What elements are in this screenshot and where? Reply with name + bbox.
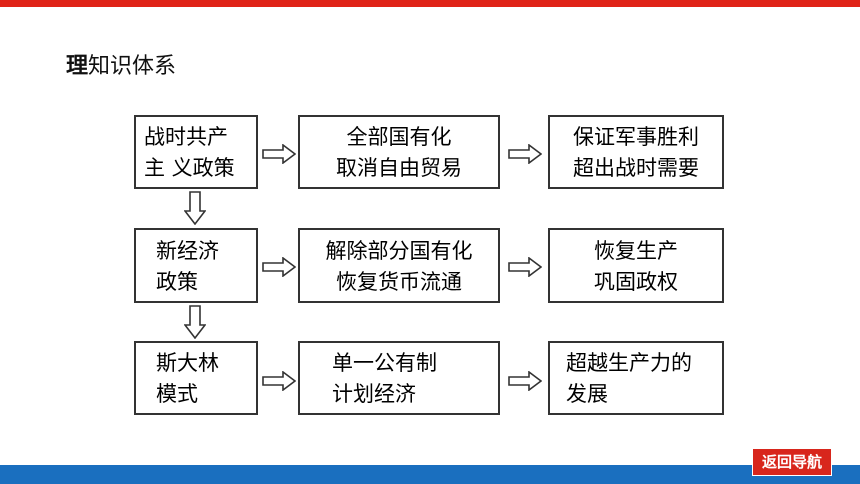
return-navigation-button[interactable]: 返回导航 — [752, 448, 832, 476]
measures-1-line-2: 取消自由贸易 — [336, 156, 462, 180]
stage-box-2: 新经济 政策 — [134, 228, 258, 303]
result-3-line-2: 发展 — [566, 382, 608, 406]
right-arrow-icon — [508, 257, 542, 277]
right-arrow-icon — [262, 257, 296, 277]
result-3-line-1: 超越生产力的 — [566, 351, 692, 375]
top-accent-bar — [0, 0, 860, 7]
bottom-accent-bar — [0, 465, 860, 484]
result-box-3: 超越生产力的 发展 — [548, 341, 724, 415]
stage-3-line-2: 模式 — [156, 382, 198, 406]
result-box-2: 恢复生产 巩固政权 — [548, 228, 724, 303]
stage-1-line-1: 战时共产 — [144, 125, 228, 149]
right-arrow-icon — [262, 144, 296, 164]
result-box-1: 保证军事胜利 超出战时需要 — [548, 115, 724, 189]
result-1-line-2: 超出战时需要 — [573, 156, 699, 180]
title-rest: 知识体系 — [88, 54, 177, 79]
result-1-line-1: 保证军事胜利 — [573, 125, 699, 149]
stage-box-1: 战时共产 主 义政策 — [134, 115, 258, 189]
measures-3-line-2: 计划经济 — [332, 382, 416, 406]
down-arrow-icon — [184, 191, 206, 225]
right-arrow-icon — [262, 371, 296, 391]
title-first-char: 理 — [66, 54, 89, 79]
stage-2-line-2: 政策 — [156, 270, 198, 294]
measures-box-2: 解除部分国有化 恢复货币流通 — [298, 228, 500, 303]
measures-1-line-1: 全部国有化 — [346, 125, 452, 149]
stage-3-line-1: 斯大林 — [156, 351, 219, 375]
down-arrow-icon — [184, 305, 206, 339]
stage-1-line-2: 主 义政策 — [144, 156, 235, 180]
right-arrow-icon — [508, 371, 542, 391]
right-arrow-icon — [508, 144, 542, 164]
page-title: 理知识体系 — [66, 48, 176, 80]
measures-2-line-2: 恢复货币流通 — [336, 270, 462, 294]
measures-box-3: 单一公有制 计划经济 — [298, 341, 500, 415]
stage-box-3: 斯大林 模式 — [134, 341, 258, 415]
measures-box-1: 全部国有化 取消自由贸易 — [298, 115, 500, 189]
result-2-line-1: 恢复生产 — [594, 239, 678, 263]
result-2-line-2: 巩固政权 — [594, 270, 678, 294]
measures-2-line-1: 解除部分国有化 — [325, 239, 473, 263]
measures-3-line-1: 单一公有制 — [332, 351, 437, 375]
stage-2-line-1: 新经济 — [156, 239, 219, 263]
